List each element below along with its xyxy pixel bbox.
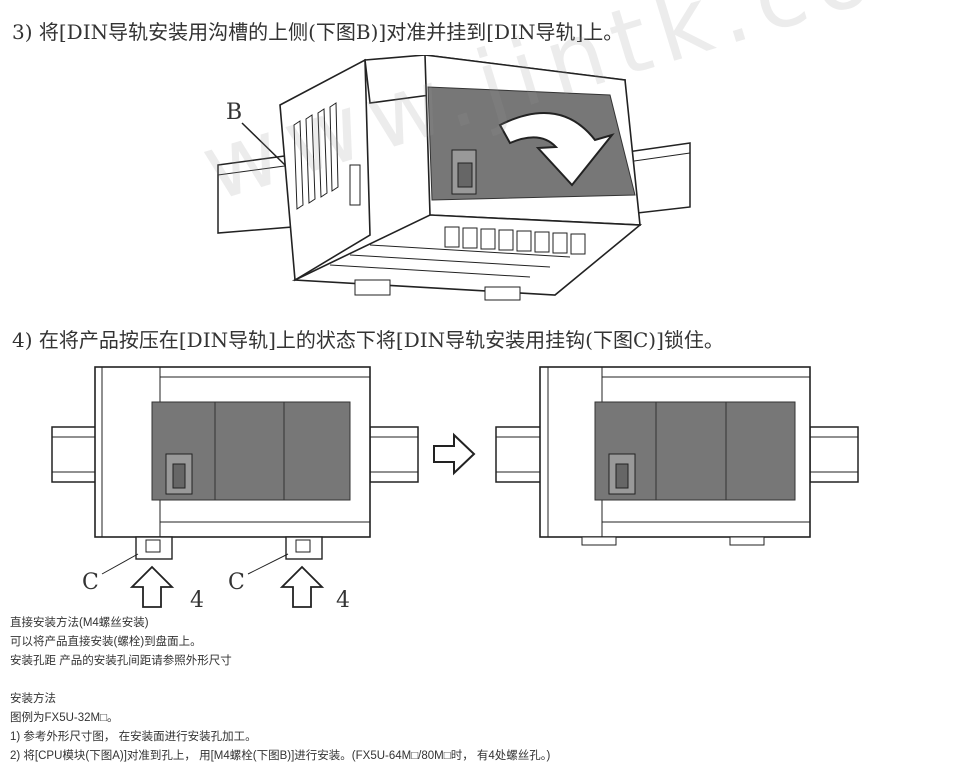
step-4-instruction: 4) 在将产品按压在[DIN导轨]上的状态下将[DIN导轨安装用挂钩(下图C)]… [12, 328, 724, 352]
label-4-right: 4 [336, 588, 350, 613]
right-arrow-icon [433, 432, 476, 476]
note-line: 直接安装方法(M4螺丝安装) [10, 617, 149, 629]
label-b: B [226, 100, 243, 125]
hook-lock-before-figure [51, 366, 419, 608]
note-line: 可以将产品直接安装(螺栓)到盘面上。 [10, 636, 202, 648]
note-line: 安装孔距 产品的安装孔间距请参照外形尺寸 [10, 655, 232, 667]
note-line: 2) 将[CPU模块(下图A)]对准到孔上， 用[M4螺栓(下图B)]进行安装。… [10, 750, 551, 762]
note-line: 图例为FX5U-32M□。 [10, 712, 119, 724]
label-4-left: 4 [190, 588, 204, 613]
step-3-instruction: 3) 将[DIN导轨安装用沟槽的上侧(下图B)]对准并挂到[DIN导轨]上。 [12, 20, 624, 44]
hook-lock-after-figure [495, 366, 859, 546]
label-c-left: C [82, 570, 99, 595]
note-line: 安装方法 [10, 693, 56, 705]
note-line: 1) 参考外形尺寸图， 在安装面进行安装孔加工。 [10, 731, 257, 743]
din-rail-hook-figure [217, 55, 691, 301]
label-c-right: C [228, 570, 245, 595]
